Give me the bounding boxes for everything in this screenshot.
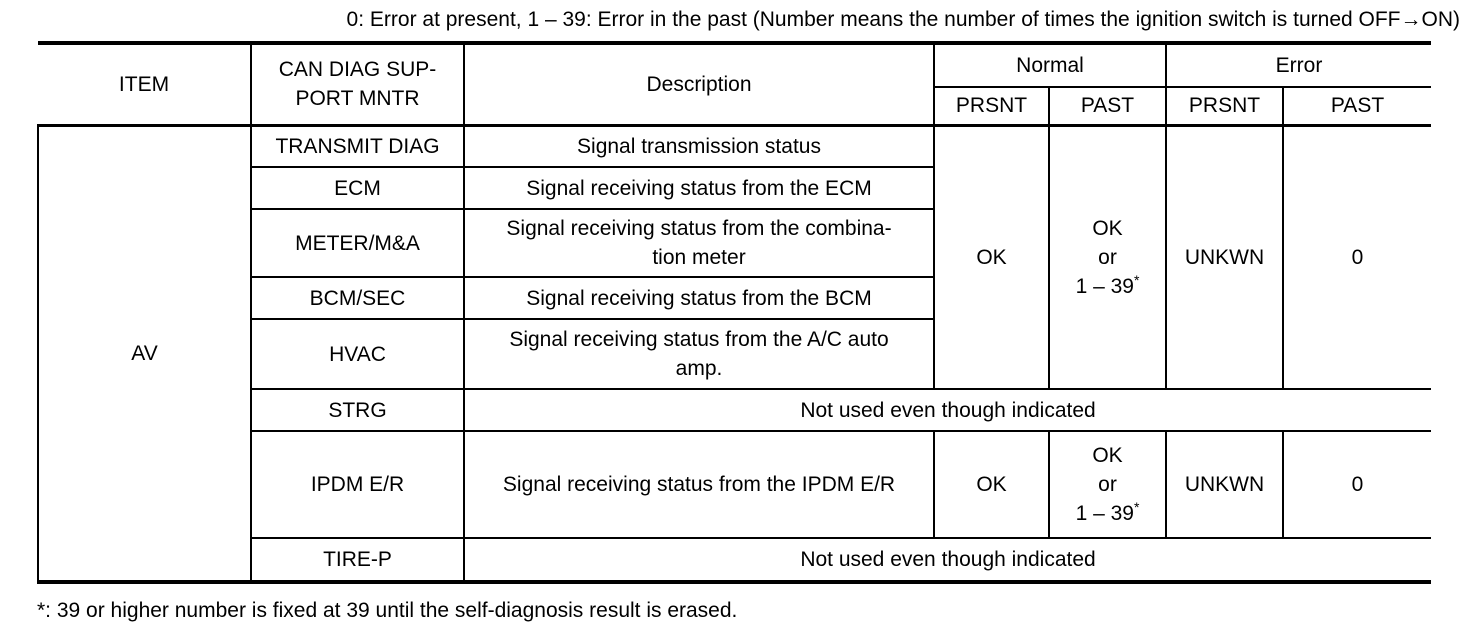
error-prsnt-cell: UNKWN: [1165, 124, 1284, 390]
col-header-item: ITEM: [38, 42, 252, 127]
normal-prsnt-cell: OK: [933, 124, 1050, 390]
col-header-error: Error: [1164, 42, 1432, 88]
status-line: 1 – 39*: [1054, 272, 1161, 301]
footnote-marker: *: [1133, 499, 1140, 515]
col-header-normal-prsnt: PRSNT: [933, 86, 1050, 127]
mntr-cell: STRG: [250, 388, 465, 432]
header-line: PORT MNTR: [295, 87, 420, 111]
manual-page: 0: Error at present, 1 – 39: Error in th…: [37, 0, 1460, 624]
desc-cell: Signal receiving status from the combina…: [463, 208, 935, 278]
mntr-cell: BCM/SEC: [250, 276, 465, 320]
normal-past-cell: OK or 1 – 39*: [1048, 430, 1167, 539]
desc-cell: Signal receiving status from the A/C aut…: [463, 318, 935, 390]
col-header-error-past: PAST: [1281, 86, 1432, 127]
row-meter-ma: METER/M&A Signal receiving status from t…: [38, 208, 1431, 278]
table-footnote: *: 39 or higher number is fixed at 39 un…: [37, 599, 738, 622]
desc-cell: Signal receiving status from the ECM: [463, 166, 935, 210]
item-cell: AV: [37, 124, 252, 583]
status-range: 1 – 39: [1075, 502, 1134, 525]
status-line: or: [1098, 473, 1117, 496]
desc-line: Signal receiving status from the combina…: [506, 217, 892, 240]
normal-prsnt-cell: OK: [933, 430, 1050, 539]
col-header-error-prsnt: PRSNT: [1165, 86, 1284, 127]
col-header-normal: Normal: [933, 42, 1167, 88]
mntr-cell: HVAC: [250, 318, 465, 390]
not-used-cell: Not used even though indicated: [462, 388, 1432, 432]
mntr-cell: TIRE-P: [250, 537, 465, 583]
not-used-cell: Not used even though indicated: [462, 537, 1432, 583]
status-range: 1 – 39: [1075, 274, 1134, 298]
status-line: OK: [1092, 444, 1123, 467]
desc-line: amp.: [675, 357, 723, 380]
desc-cell: Signal receiving status from the IPDM E/…: [463, 430, 935, 539]
col-header-description: Description: [463, 42, 935, 127]
mntr-cell: ECM: [250, 166, 465, 210]
row-bcm-sec: BCM/SEC Signal receiving status from the…: [38, 276, 1431, 320]
normal-past-cell: OK or 1 – 39*: [1048, 124, 1167, 390]
row-ecm: ECM Signal receiving status from the ECM: [38, 166, 1431, 210]
col-header-can-diag-support-mntr: CAN DIAG SUP- PORT MNTR: [250, 42, 465, 127]
mntr-cell: TRANSMIT DIAG: [250, 124, 465, 168]
status-line: 1 – 39*: [1054, 499, 1161, 528]
desc-line: Signal receiving status from the A/C aut…: [509, 328, 889, 351]
row-transmit-diag: AV TRANSMIT DIAG Signal transmission sta…: [37, 124, 1432, 583]
desc-line: tion meter: [652, 246, 746, 269]
header-row-2: PRSNT PAST PRSNT PAST: [38, 86, 1432, 127]
mntr-cell: METER/M&A: [250, 208, 465, 278]
row-strg: STRG Not used even though indicated: [38, 388, 1432, 432]
desc-cell: Signal receiving status from the BCM: [463, 276, 935, 320]
error-past-cell: 0: [1281, 124, 1432, 390]
footnote-marker: *: [1133, 271, 1140, 288]
header-row-1: ITEM CAN DIAG SUP- PORT MNTR Description…: [38, 42, 1432, 127]
table-caption: 0: Error at present, 1 – 39: Error in th…: [346, 8, 1460, 31]
error-past-cell: 0: [1281, 430, 1432, 539]
col-header-normal-past: PAST: [1048, 86, 1167, 127]
desc-cell: Signal transmission status: [463, 124, 935, 168]
status-line: or: [1098, 245, 1117, 269]
mntr-cell: IPDM E/R: [250, 430, 465, 539]
header-line: CAN DIAG SUP-: [278, 58, 437, 82]
error-prsnt-cell: UNKWN: [1165, 430, 1284, 539]
row-ipdm-er: IPDM E/R Signal receiving status from th…: [38, 430, 1432, 539]
row-hvac: HVAC Signal receiving status from the A/…: [38, 318, 1431, 390]
status-line: OK: [1092, 216, 1123, 240]
row-tire-p: TIRE-P Not used even though indicated: [38, 537, 1432, 583]
can-diag-support-monitor-table: ITEM CAN DIAG SUP- PORT MNTR Description…: [37, 41, 1432, 584]
